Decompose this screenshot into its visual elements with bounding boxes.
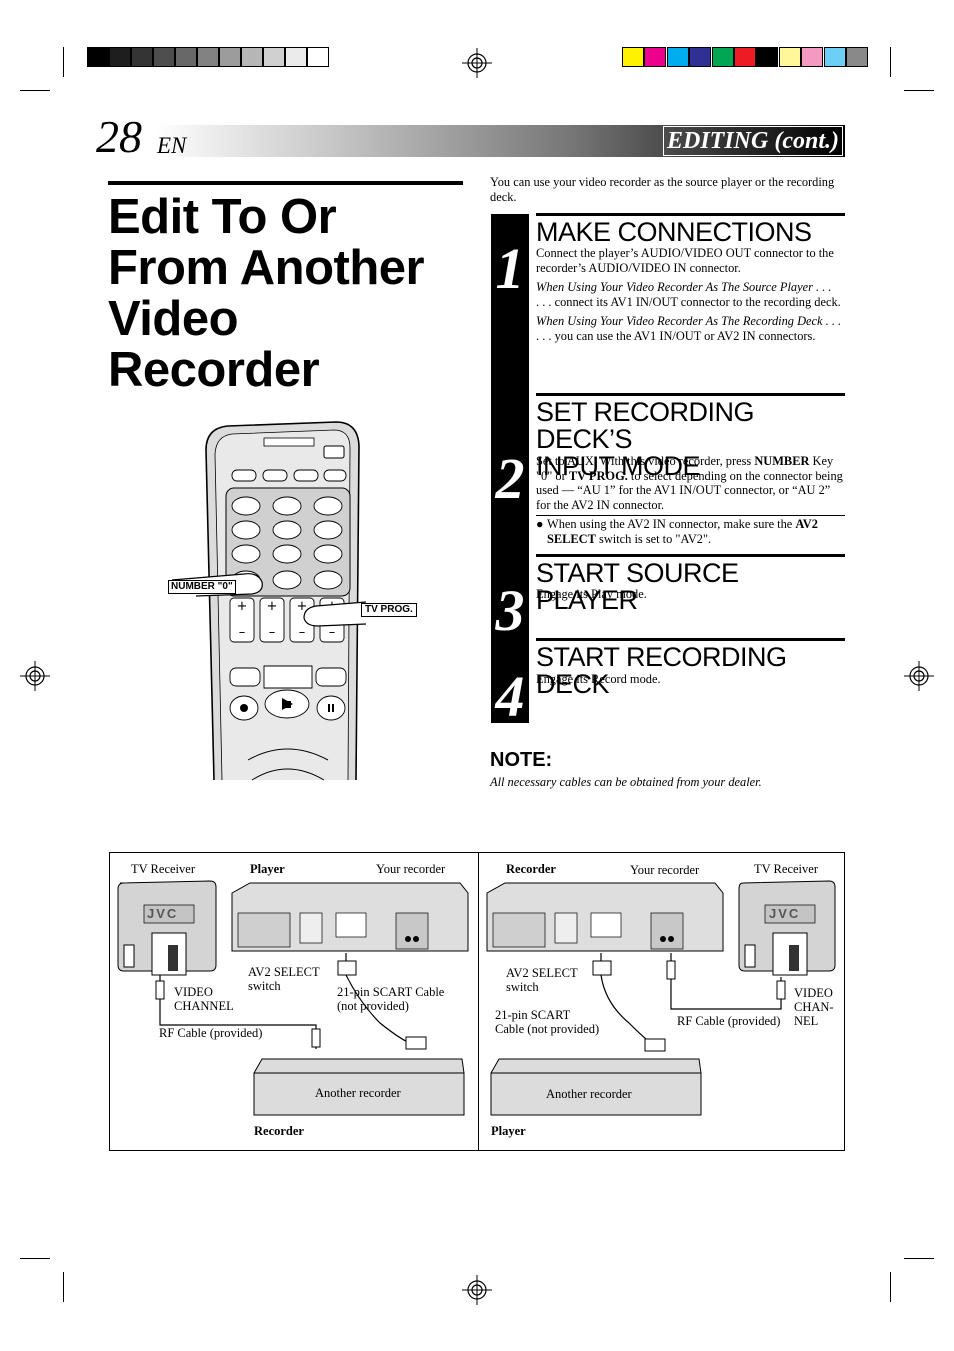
step-2-bullet: ● When using the AV2 IN connector, make … bbox=[536, 517, 818, 546]
registration-mark-top bbox=[462, 48, 492, 78]
left-rf-cable-label: RF Cable (provided) bbox=[159, 1026, 263, 1040]
color-swatch bbox=[109, 47, 131, 67]
svg-text:–: – bbox=[299, 625, 306, 640]
left-another-recorder-label: Another recorder bbox=[315, 1086, 401, 1100]
color-swatch bbox=[756, 47, 779, 67]
page-suffix: EN bbox=[157, 133, 187, 158]
step-3-body: Engage its Play mode. bbox=[536, 587, 647, 601]
color-swatch bbox=[241, 47, 263, 67]
color-swatch bbox=[153, 47, 175, 67]
color-swatch bbox=[87, 47, 109, 67]
step-3-number: 3 bbox=[495, 578, 525, 643]
right-another-recorder-label: Another recorder bbox=[546, 1087, 632, 1101]
right-tv-brand-logo: JVC bbox=[769, 906, 801, 921]
color-swatch bbox=[846, 47, 868, 67]
registration-mark-right bbox=[904, 661, 934, 691]
connection-diagram-frame bbox=[109, 852, 845, 1151]
right-recorder-label: Recorder bbox=[506, 862, 556, 876]
step-2-heading: SET RECORDING DECK’S INPUT MODE bbox=[536, 393, 845, 480]
color-swatch bbox=[307, 47, 329, 67]
section-title-box bbox=[663, 126, 843, 156]
right-rf-cable-label: RF Cable (provided) bbox=[677, 1014, 781, 1028]
step-4-number: 4 bbox=[495, 664, 525, 729]
registration-mark-bottom bbox=[462, 1275, 492, 1305]
svg-text:+: + bbox=[267, 599, 278, 614]
left-your-recorder-label: Your recorder bbox=[376, 862, 446, 876]
color-swatch bbox=[823, 47, 846, 67]
color-swatch bbox=[197, 47, 219, 67]
left-tv-receiver-label: TV Receiver bbox=[131, 862, 195, 876]
step-2-number: 2 bbox=[495, 446, 525, 511]
color-swatch bbox=[778, 47, 801, 67]
color-swatch bbox=[219, 47, 241, 67]
remote-control-illustration: ++++ –––– bbox=[171, 421, 367, 781]
svg-text:+: + bbox=[237, 599, 248, 614]
right-player-label: Player bbox=[491, 1124, 526, 1138]
left-tv-brand-logo: JVC bbox=[147, 906, 179, 921]
svg-text:–: – bbox=[239, 625, 246, 640]
color-swatch bbox=[131, 47, 153, 67]
step-2-body: Set to AUX. With this video recorder, pr… bbox=[536, 454, 843, 512]
step-1-body: Connect the player’s AUDIO/VIDEO OUT con… bbox=[536, 246, 842, 343]
left-player-label: Player bbox=[250, 862, 285, 876]
step-4-body: Engage its Record mode. bbox=[536, 672, 661, 686]
left-recorder-label: Recorder bbox=[254, 1124, 304, 1138]
header-band bbox=[155, 125, 845, 157]
right-tv-receiver-label: TV Receiver bbox=[754, 862, 818, 876]
color-swatch bbox=[711, 47, 734, 67]
svg-text:–: – bbox=[329, 625, 336, 640]
color-swatch bbox=[666, 47, 689, 67]
step-4-heading: START RECORDING DECK bbox=[536, 638, 845, 698]
step-1-number: 1 bbox=[495, 236, 525, 301]
bullet-icon: ● bbox=[536, 517, 544, 531]
label-tv-prog: TV PROG. bbox=[361, 603, 417, 617]
step-3-heading: START SOURCE PLAYER bbox=[536, 554, 845, 614]
svg-text:–: – bbox=[269, 625, 276, 640]
title-rule bbox=[108, 181, 463, 185]
color-swatch bbox=[801, 47, 824, 67]
color-swatch bbox=[285, 47, 307, 67]
color-swatch bbox=[263, 47, 285, 67]
color-swatch bbox=[622, 47, 644, 67]
right-your-recorder-label: Your recorder bbox=[630, 863, 700, 877]
page-title: Edit To Or From Another Video Recorder bbox=[108, 190, 425, 397]
left-scart-label: 21-pin SCART Cable(not provided) bbox=[337, 985, 445, 1013]
diagram-divider bbox=[478, 852, 479, 1151]
intro-text: You can use your video recorder as the s… bbox=[490, 175, 835, 204]
svg-text:+: + bbox=[297, 599, 308, 614]
color-swatch bbox=[644, 47, 667, 67]
note-heading: NOTE: bbox=[490, 749, 553, 771]
section-title: EDITING (cont.) bbox=[667, 128, 839, 154]
right-connection-drawing bbox=[486, 880, 836, 1116]
color-swatch bbox=[175, 47, 197, 67]
step-2-divider bbox=[536, 515, 845, 516]
color-swatch bbox=[734, 47, 756, 67]
left-connection-drawing bbox=[117, 880, 469, 1116]
step-number-bar bbox=[491, 214, 529, 723]
label-number-0: NUMBER "0" bbox=[168, 580, 236, 594]
note-text: All necessary cables can be obtained fro… bbox=[490, 775, 762, 789]
color-swatch bbox=[689, 47, 712, 67]
registration-mark-left bbox=[20, 661, 50, 691]
page-number: 28 bbox=[96, 111, 142, 162]
step-1-heading: MAKE CONNECTIONS bbox=[536, 213, 845, 246]
